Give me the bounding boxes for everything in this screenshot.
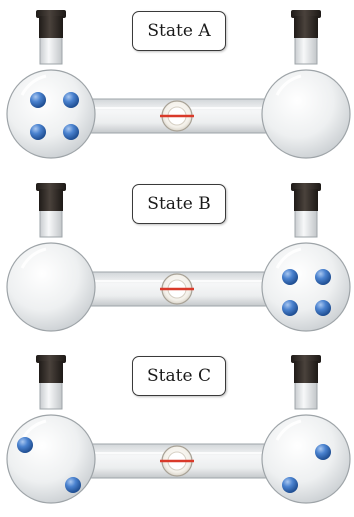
particle bbox=[63, 92, 79, 108]
particle bbox=[17, 437, 33, 453]
state-label: State C bbox=[132, 356, 226, 396]
panel-state-b: State B bbox=[0, 173, 354, 345]
particle bbox=[315, 300, 331, 316]
state-label: State A bbox=[132, 11, 226, 51]
panel-state-a: State A bbox=[0, 0, 354, 172]
state-label: State B bbox=[132, 184, 226, 224]
apparatus-diagram-b bbox=[5, 181, 352, 333]
apparatus-diagram-a bbox=[5, 8, 352, 160]
particle bbox=[282, 269, 298, 285]
particle bbox=[315, 444, 331, 460]
particle bbox=[65, 477, 81, 493]
apparatus-diagram-c bbox=[5, 353, 352, 505]
particle bbox=[30, 92, 46, 108]
particle bbox=[282, 477, 298, 493]
panel-state-c: State C bbox=[0, 345, 354, 517]
particle bbox=[63, 124, 79, 140]
particle bbox=[30, 124, 46, 140]
particle bbox=[282, 300, 298, 316]
particle bbox=[315, 269, 331, 285]
